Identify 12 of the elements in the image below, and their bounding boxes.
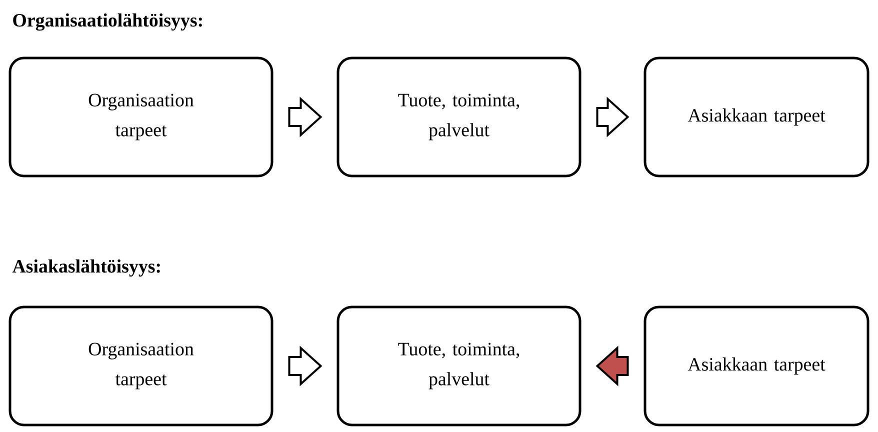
process-box: Asiakkaan tarpeet (644, 306, 870, 426)
block-arrow (596, 346, 629, 386)
process-box: Tuote, toiminta, palvelut (336, 56, 582, 178)
block-arrow (596, 96, 630, 138)
block-arrow (288, 96, 322, 138)
section-heading: Asiakaslähtöisyys: (12, 259, 160, 277)
process-box: Organisaation tarpeet (8, 56, 274, 178)
process-box: Asiakkaan tarpeet (644, 56, 870, 178)
block-arrow (288, 346, 322, 386)
process-box: Organisaation tarpeet (8, 306, 274, 426)
process-box: Tuote, toiminta, palvelut (336, 306, 582, 426)
section-heading: Organisaatiolähtöisyys: (13, 13, 202, 31)
